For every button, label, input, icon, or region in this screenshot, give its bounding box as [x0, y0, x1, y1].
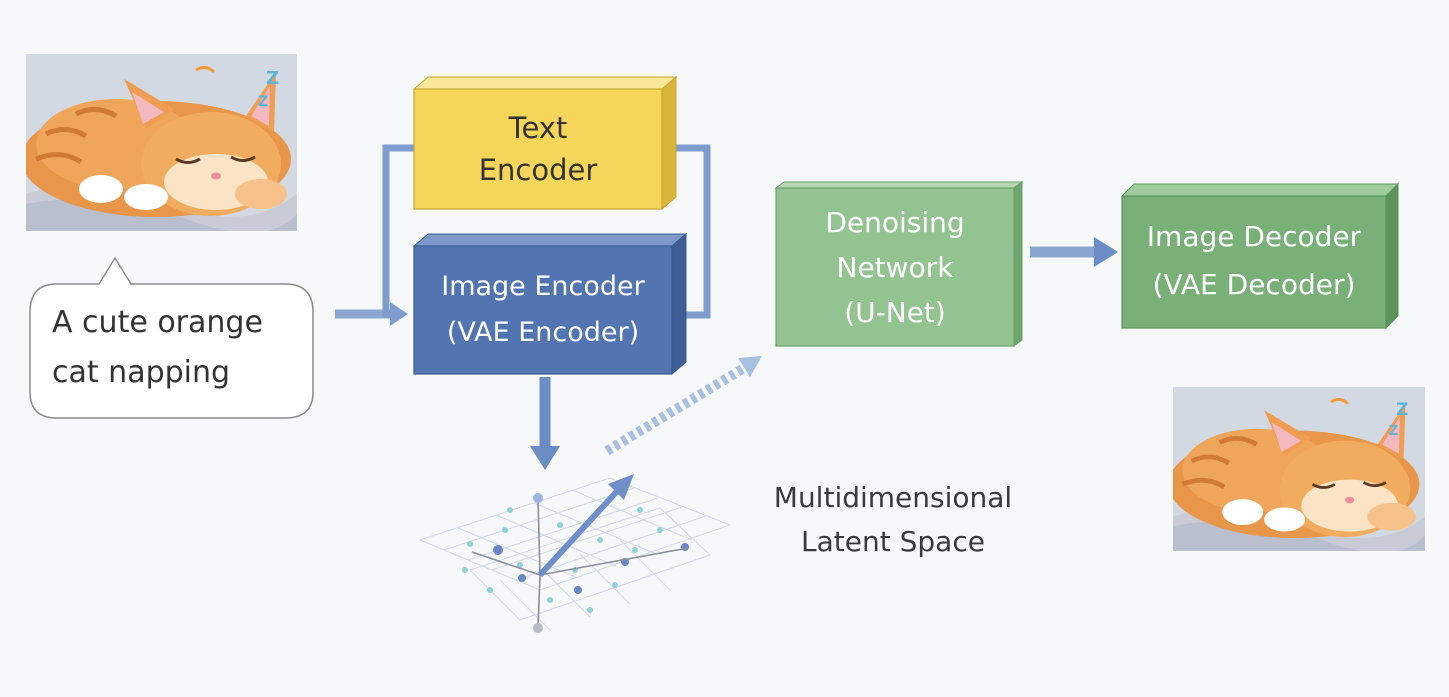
latent-to-denoising-dotted-arrow	[604, 363, 747, 456]
denoising-line-3: (U-Net)	[844, 295, 946, 329]
right-bracket-connector	[665, 144, 711, 319]
denoising-line-1: Denoising	[825, 205, 965, 239]
svg-text:Z: Z	[1389, 424, 1398, 439]
text-encoder-label: Text Encoder	[414, 89, 662, 209]
latent-line-1: Multidimensional	[773, 481, 1013, 514]
latent-space-label: Multidimensional Latent Space	[748, 474, 1038, 566]
bubble-to-encoder-arrowhead	[390, 302, 408, 326]
image-encoder-line-2: (VAE Encoder)	[446, 317, 640, 348]
image-encoder-line-1: Image Encoder	[441, 271, 645, 302]
image-decoder-line-2: (VAE Decoder)	[1152, 268, 1356, 301]
image-encoder-label: Image Encoder (VAE Encoder)	[414, 246, 672, 374]
svg-text:Z: Z	[258, 94, 268, 110]
latent-vector-arrow	[537, 485, 623, 578]
left-bracket-connector	[382, 144, 414, 318]
image-decoder-line-1: Image Decoder	[1146, 220, 1362, 253]
prompt-line-2: cat napping	[52, 355, 231, 390]
image-decoder-label: Image Decoder (VAE Decoder)	[1122, 196, 1386, 326]
svg-text:Z: Z	[1396, 399, 1408, 419]
denoising-to-decoder-arrowhead	[1094, 237, 1118, 267]
text-encoder-block	[412, 75, 678, 211]
speech-bubble	[29, 256, 314, 419]
latent-to-denoising-arrowhead	[738, 356, 762, 377]
denoising-network-label: Denoising Network (U-Net)	[776, 188, 1014, 346]
text-encoder-line-2: Encoder	[478, 153, 598, 187]
prompt-line-1: A cute orange	[52, 305, 263, 340]
denoising-network-block	[774, 181, 1024, 347]
sleeping-cat-output-image: Z Z	[1173, 387, 1425, 551]
image-encoder-block	[412, 232, 688, 376]
sleeping-cat-input-image: Z Z	[26, 54, 297, 231]
prompt-text: A cute orange cat napping	[52, 298, 263, 398]
latent-line-2: Latent Space	[801, 525, 985, 558]
svg-text:Z: Z	[266, 68, 279, 89]
image-decoder-block	[1120, 182, 1400, 330]
latent-space-grid-icon	[418, 474, 732, 633]
denoising-line-2: Network	[836, 250, 954, 284]
text-encoder-line-1: Text	[508, 111, 568, 145]
encoder-to-latent-arrowhead	[530, 446, 560, 470]
